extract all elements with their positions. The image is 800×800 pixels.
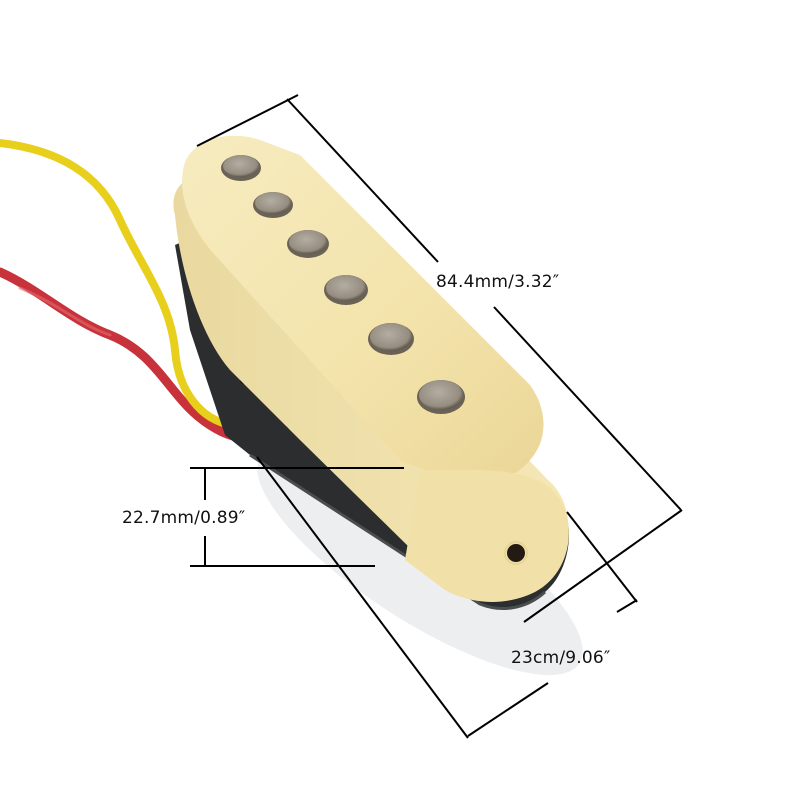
mounting-hole (507, 544, 525, 562)
pole-piece-6 (417, 380, 465, 414)
pole-piece-5 (368, 323, 414, 355)
height-dimension-line (190, 467, 404, 567)
dimension-lines (190, 94, 683, 739)
width-label: 23cm/9.06″ (511, 648, 611, 668)
pole-pieces (221, 155, 465, 414)
length-label: 84.4mm/3.32″ (436, 272, 560, 292)
pole-piece-3 (287, 230, 329, 258)
width-dimension-line (256, 456, 638, 739)
pole-piece-2 (253, 192, 293, 218)
height-label: 22.7mm/0.89″ (122, 508, 246, 528)
pole-piece-1 (221, 155, 261, 181)
pole-piece-4 (324, 275, 368, 305)
length-dimension-line (196, 94, 683, 623)
